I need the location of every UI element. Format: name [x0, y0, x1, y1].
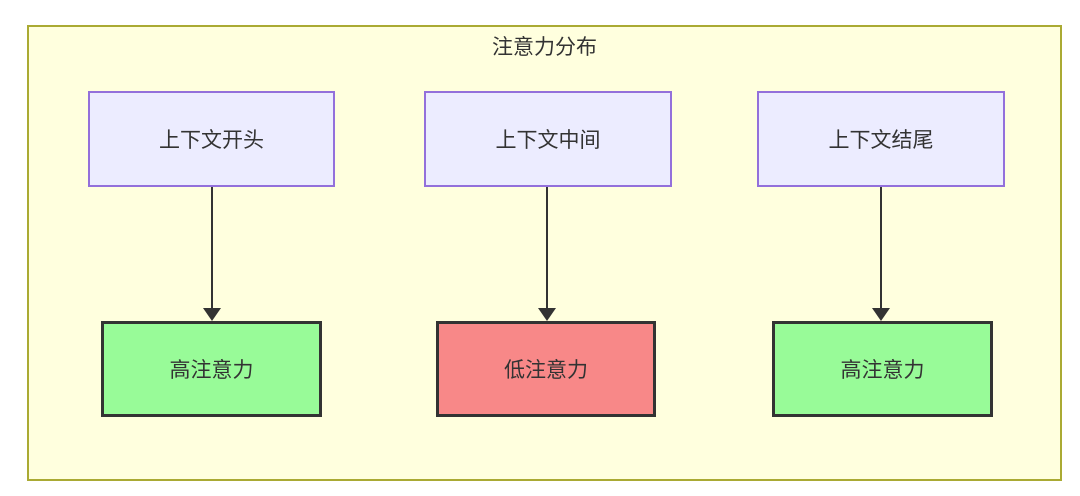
node-high-attention-left: 高注意力	[101, 321, 322, 417]
node-context-middle: 上下文中间	[424, 91, 672, 187]
edge-arrow-right	[872, 187, 890, 321]
edge-line	[546, 187, 548, 308]
edge-line	[211, 187, 213, 308]
arrow-down-icon	[203, 308, 221, 321]
diagram-title: 注意力分布	[492, 36, 597, 59]
node-low-attention: 低注意力	[436, 321, 656, 417]
edge-line	[880, 187, 882, 308]
arrow-down-icon	[538, 308, 556, 321]
node-context-end: 上下文结尾	[757, 91, 1005, 187]
node-context-start: 上下文开头	[88, 91, 335, 187]
arrow-down-icon	[872, 308, 890, 321]
node-high-attention-right: 高注意力	[772, 321, 993, 417]
edge-arrow-left	[203, 187, 221, 321]
edge-arrow-middle	[538, 187, 556, 321]
